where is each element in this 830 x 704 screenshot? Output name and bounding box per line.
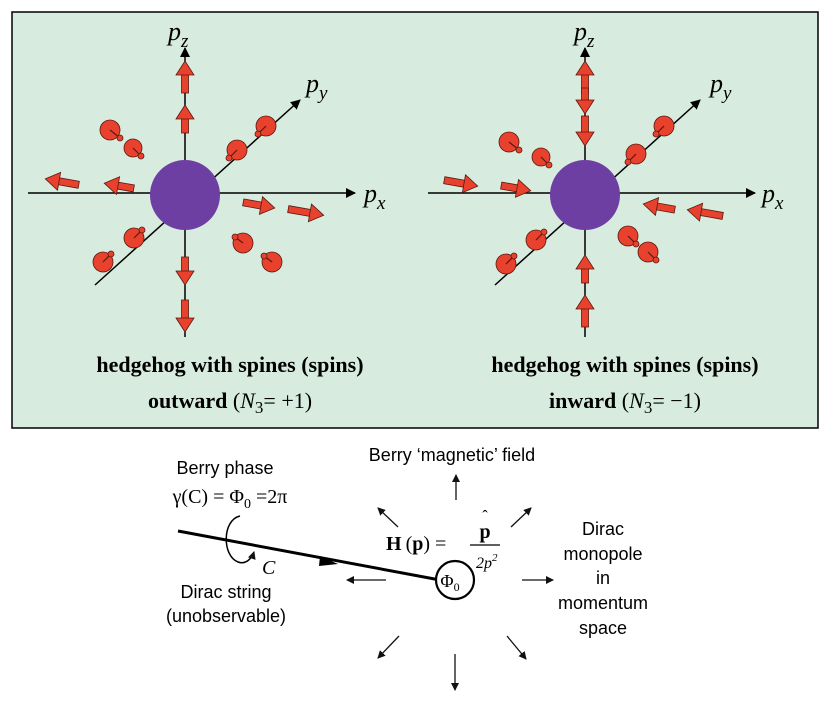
field-arrow-upright-icon	[510, 507, 532, 528]
monopole-symbol: Φ0	[440, 571, 459, 594]
berry-field-label: Berry ‘magnetic’ field	[369, 445, 535, 465]
monopole-circle	[434, 559, 476, 601]
right-axis-z-label: pz	[572, 17, 595, 52]
spin-ball-icon	[123, 138, 145, 160]
field-arrow-upleft-icon	[377, 507, 399, 528]
spin-ball-icon	[99, 119, 124, 142]
monopole-label-line2: monopole	[563, 544, 642, 564]
spin-arrow-icon	[103, 176, 135, 196]
right-caption-line1: hedgehog with spines (spins)	[491, 352, 758, 377]
spin-ball-icon	[225, 139, 248, 162]
spin-ball-icon	[495, 252, 518, 275]
spin-arrow-icon	[575, 115, 595, 147]
berry-phase-label: Berry phase	[176, 458, 273, 478]
right-axis-x-label: px	[760, 179, 784, 214]
dirac-string-arrow-icon	[319, 556, 338, 566]
monopole-label-line3: in	[596, 568, 610, 588]
loop-c-icon	[225, 515, 256, 564]
spin-ball-icon	[531, 147, 553, 169]
h-formula-denominator: 2p2	[476, 552, 498, 572]
berry-field-arrows	[346, 474, 554, 691]
spin-arrow-icon	[175, 60, 195, 94]
spin-arrow-icon	[686, 202, 724, 222]
monopole-label-line5: space	[579, 618, 627, 638]
dirac-string-label-line2: (unobservable)	[166, 606, 286, 626]
spin-arrow-icon	[242, 195, 276, 216]
spin-arrow-icon	[44, 171, 80, 191]
left-hedgehog	[28, 47, 356, 337]
field-arrow-downright-icon	[506, 635, 527, 660]
right-axis-y-label: py	[708, 69, 732, 104]
dirac-string	[177, 529, 441, 582]
spin-ball-icon	[260, 251, 283, 273]
spin-ball-icon	[525, 228, 548, 251]
spin-ball-icon	[231, 232, 254, 254]
left-sphere	[150, 160, 220, 230]
left-caption-line2: outward (N3= +1)	[148, 388, 312, 417]
right-hedgehog	[428, 47, 756, 337]
spin-arrow-icon	[175, 299, 195, 333]
spin-arrow-icon	[575, 254, 595, 284]
spin-ball-icon	[498, 131, 523, 154]
h-formula-hat: ˆ	[482, 508, 488, 525]
spin-ball-icon	[637, 241, 660, 264]
spin-arrow-icon	[287, 203, 325, 223]
dirac-string-label-line1: Dirac string	[180, 582, 271, 602]
right-sphere	[550, 160, 620, 230]
h-formula-left: H(p) =	[386, 533, 446, 555]
left-axis-z-label: pz	[166, 17, 189, 52]
spin-arrow-icon	[175, 256, 195, 286]
left-axis-y-label: py	[304, 69, 328, 104]
h-formula-numerator: p	[479, 521, 490, 543]
monopole-label-line4: momentum	[558, 593, 648, 613]
monopole-label-line1: Dirac	[582, 519, 624, 539]
right-caption-line2: inward (N3= −1)	[549, 388, 701, 417]
spin-ball-icon	[624, 143, 647, 166]
spin-ball-icon	[123, 226, 146, 249]
spin-arrow-icon	[175, 104, 195, 134]
spin-arrow-icon	[642, 196, 676, 217]
loop-c-label: C	[262, 557, 276, 579]
spin-ball-icon	[92, 250, 115, 273]
left-axis-x-label: px	[362, 179, 386, 214]
spin-arrow-icon	[575, 294, 595, 328]
spin-ball-icon	[617, 225, 640, 248]
spin-arrow-icon	[500, 178, 532, 198]
gamma-formula: γ(C) = Φ0 =2π	[172, 486, 288, 512]
top-panel-background	[11, 11, 819, 429]
spin-arrow-icon	[443, 174, 479, 194]
spin-ball-icon	[254, 115, 277, 138]
spin-arrow-icon	[575, 87, 595, 115]
left-caption-line1: hedgehog with spines (spins)	[96, 352, 363, 377]
field-arrow-downleft-icon	[377, 635, 400, 659]
spin-ball-icon	[652, 115, 675, 138]
